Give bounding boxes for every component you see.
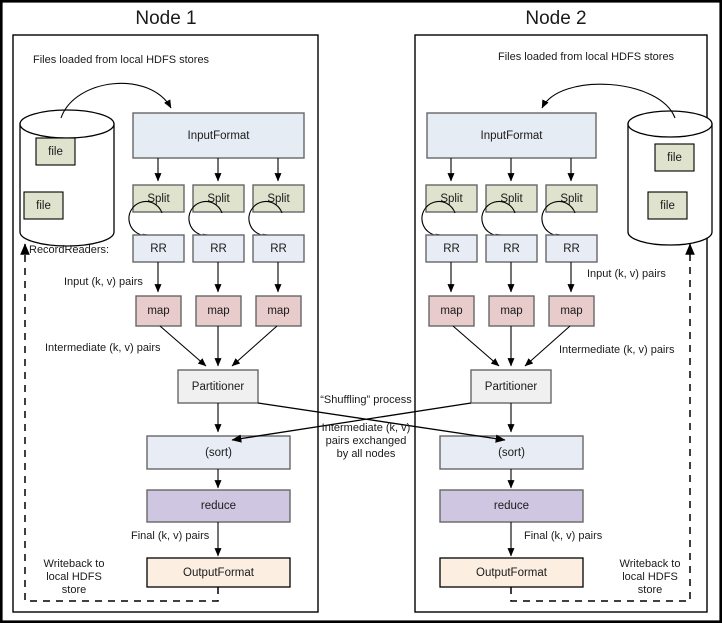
- node1-file-box-2: [23, 191, 64, 220]
- node2-reduce-box: [439, 489, 584, 523]
- shuffle-desc-line-2: pairs exchanged: [326, 435, 407, 447]
- node1-split-label-1: Split: [147, 193, 170, 205]
- node1-partitioner-label: Partitioner: [192, 381, 245, 393]
- node2-file-label-1: file: [667, 152, 682, 164]
- node2-file-box-2: [647, 191, 688, 220]
- node2-intermediate-pairs-label: Intermediate (k, v) pairs: [559, 344, 675, 356]
- node1-split-label-3: Split: [267, 193, 290, 205]
- node2-map-partitioner-arrow-1: [452, 325, 500, 367]
- node1-frame: [12, 34, 319, 613]
- node1-writeback-line-2: local HDFS: [46, 571, 102, 583]
- node1-input-pairs-label: Input (k, v) pairs: [64, 276, 143, 288]
- node1-intermediate-pairs-label: Intermediate (k, v) pairs: [45, 342, 161, 354]
- node1-partitioner-box: [177, 369, 259, 404]
- shuffle-desc-line-1: Intermediate (k, v): [322, 422, 411, 434]
- node2-writeback-line-1: Writeback to: [620, 558, 681, 570]
- node2-split-rr-loop-1: [421, 200, 456, 240]
- node2-rr-label-2: RR: [503, 243, 520, 255]
- node2-inputformat-box: [426, 112, 597, 159]
- node2-rr-label-3: RR: [563, 243, 580, 255]
- node2-final-pairs-label: Final (k, v) pairs: [524, 530, 603, 542]
- node2-sort-label: (sort): [498, 447, 525, 459]
- node1-map-label-3: map: [267, 305, 289, 317]
- node2-partitioner-box: [470, 369, 552, 404]
- node2-hdfs-store: [627, 110, 713, 246]
- node1-sort-label: (sort): [205, 447, 232, 459]
- node1-writeback-line-1: Writeback to: [44, 558, 105, 570]
- shuffle-arrow-node1-to-node2: [257, 402, 506, 443]
- shuffle-desc-line-3: by all nodes: [337, 448, 396, 460]
- node2-rr-box-1: [425, 234, 478, 263]
- node2-reduce-label: reduce: [494, 500, 529, 512]
- node1-writeback-line-3: store: [62, 584, 86, 596]
- node2-map-label-1: map: [440, 305, 462, 317]
- node1-file-box-1: [35, 137, 76, 166]
- node2-map-box-2: [488, 295, 535, 327]
- node2-frame: [414, 34, 708, 613]
- node1-rr-label-1: RR: [150, 243, 167, 255]
- node1-map-label-1: map: [147, 305, 169, 317]
- node2-partitioner-label: Partitioner: [485, 381, 538, 393]
- node1-recordreaders-label: RecordReaders:: [29, 244, 109, 256]
- node2-writeback-line-3: store: [638, 584, 662, 596]
- node2-input-pairs-label: Input (k, v) pairs: [587, 268, 666, 280]
- node1-file-label-1: file: [48, 146, 63, 158]
- node2-map-box-1: [428, 295, 475, 327]
- node2-inputformat-label: InputFormat: [481, 130, 544, 142]
- node1-map-partitioner-arrow-3: [231, 325, 278, 367]
- node1-final-pairs-label: Final (k, v) pairs: [131, 530, 210, 542]
- node1-map-box-3: [255, 295, 302, 327]
- node2-split-rr-loop-3: [541, 200, 576, 240]
- node1-rr-label-2: RR: [210, 243, 227, 255]
- node2-split-label-1: Split: [440, 193, 463, 205]
- node2-rr-label-1: RR: [443, 243, 460, 255]
- shuffle-title: “Shuffling” process: [320, 394, 412, 406]
- node2-split-rr-loop-2: [481, 200, 516, 240]
- node1-load-arrow: [60, 82, 172, 119]
- node1-outputformat-label: OutputFormat: [183, 567, 255, 579]
- node2-file-label-2: file: [660, 200, 675, 212]
- node1-file-label-2: file: [36, 200, 51, 212]
- shuffle-arrow-node2-to-node1: [231, 402, 472, 443]
- node1-map-label-2: map: [207, 305, 229, 317]
- node2-load-arrow: [541, 83, 676, 119]
- node1-reduce-label: reduce: [201, 500, 236, 512]
- node1-split-rr-loop-1: [128, 200, 163, 240]
- node2-outputformat-box: [439, 557, 584, 588]
- node1-split-rr-loop-3: [248, 200, 283, 240]
- node1-rr-label-3: RR: [270, 243, 287, 255]
- node1-split-label-2: Split: [207, 193, 230, 205]
- node1-rr-box-3: [252, 234, 305, 263]
- node2-map-label-3: map: [560, 305, 582, 317]
- node2-rr-box-3: [545, 234, 598, 263]
- node1-load-caption: Files loaded from local HDFS stores: [33, 54, 210, 66]
- node1-inputformat-label: InputFormat: [188, 130, 251, 142]
- node1-map-box-1: [135, 295, 182, 327]
- node2-map-label-2: map: [500, 305, 522, 317]
- node2-split-label-2: Split: [500, 193, 523, 205]
- node2-outputformat-label: OutputFormat: [476, 567, 548, 579]
- node2-writeback-path: [510, 243, 695, 602]
- node2-writeback-line-2: local HDFS: [622, 571, 678, 583]
- node1-rr-box-1: [132, 234, 185, 263]
- node1-split-rr-loop-2: [188, 200, 223, 240]
- node1-sort-box: [146, 435, 291, 470]
- node1-reduce-box: [146, 489, 291, 523]
- node1-hdfs-store: [19, 109, 115, 247]
- node1-outputformat-box: [146, 557, 291, 588]
- node1-writeback-path: [20, 243, 219, 602]
- node2-title: Node 2: [525, 8, 586, 29]
- node1-title: Node 1: [135, 8, 196, 29]
- node2-file-box-1: [654, 143, 695, 172]
- node1-rr-box-2: [192, 234, 245, 263]
- node1-map-partitioner-arrow-1: [159, 325, 207, 367]
- node2-load-caption: Files loaded from local HDFS stores: [498, 51, 675, 63]
- node2-map-box-3: [548, 295, 595, 327]
- node2-split-label-3: Split: [560, 193, 583, 205]
- node2-map-partitioner-arrow-3: [524, 325, 571, 367]
